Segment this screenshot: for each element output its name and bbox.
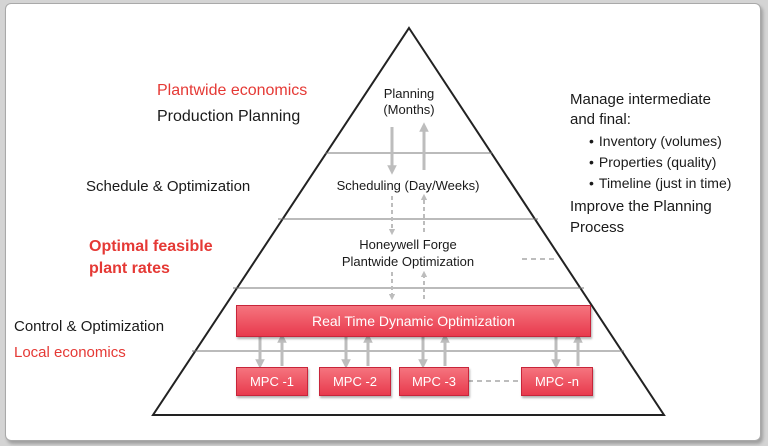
panel-heading-line1: Manage intermediate bbox=[570, 91, 711, 108]
bullet-properties: Properties (quality) bbox=[589, 152, 731, 173]
mpc-box-2: MPC -2 bbox=[319, 367, 391, 396]
label-local-economics: Local economics bbox=[14, 344, 126, 361]
tier-planning-title: Planning bbox=[383, 86, 435, 101]
panel-improve-line1: Improve the Planning bbox=[570, 198, 712, 215]
label-plantwide-economics: Plantwide economics bbox=[157, 82, 308, 99]
tier-planning-period: (Months) bbox=[383, 102, 435, 117]
label-optimal-feasible: Optimal feasible bbox=[89, 238, 213, 255]
mpc-box-3: MPC -3 bbox=[399, 367, 469, 396]
label-production-planning: Production Planning bbox=[157, 108, 301, 125]
bullet-inventory: Inventory (volumes) bbox=[589, 131, 731, 152]
label-plant-rates: plant rates bbox=[89, 260, 170, 277]
bullet-timeline: Timeline (just in time) bbox=[589, 173, 732, 194]
panel-improve-line2: Process bbox=[570, 219, 625, 236]
label-control-optimization: Control & Optimization bbox=[14, 318, 165, 335]
rtdo-box: Real Time Dynamic Optimization bbox=[236, 305, 591, 337]
mpc-box-1: MPC -1 bbox=[236, 367, 308, 396]
label-schedule-optimization: Schedule & Optimization bbox=[86, 178, 251, 195]
panel-heading-line2: and final: bbox=[570, 111, 631, 128]
tier-forge-subtitle: Plantwide Optimization bbox=[341, 254, 475, 269]
tier-forge-title: Honeywell Forge bbox=[359, 237, 457, 252]
panel-bullet-list: Inventory (volumes) Properties (quality)… bbox=[589, 131, 732, 194]
mpc-box-n: MPC -n bbox=[521, 367, 593, 396]
tier-scheduling-label: Scheduling (Day/Weeks) bbox=[336, 178, 480, 193]
